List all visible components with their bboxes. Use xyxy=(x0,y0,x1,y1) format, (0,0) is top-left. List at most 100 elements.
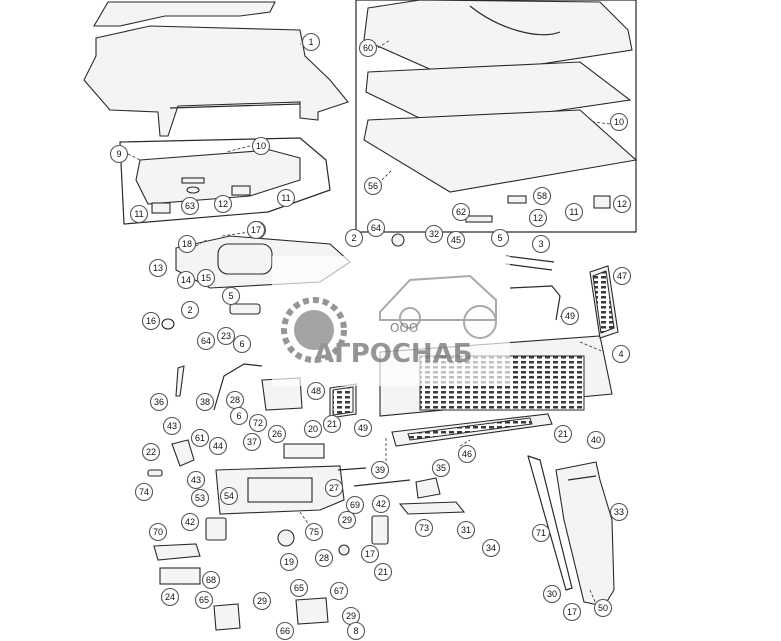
ring-19 xyxy=(277,529,295,547)
strip-36 xyxy=(175,365,185,397)
callout-6: 6 xyxy=(229,406,249,426)
callout-label: 10 xyxy=(256,141,266,151)
callout-label: 46 xyxy=(462,449,472,459)
callout-label: 23 xyxy=(221,331,231,341)
callout-21: 21 xyxy=(373,562,393,582)
callout-label: 33 xyxy=(614,507,624,517)
headliner-console-frame xyxy=(119,137,331,225)
callout-circle xyxy=(586,430,606,450)
console-grommet xyxy=(186,186,200,194)
callout-73: 73 xyxy=(414,518,434,538)
callout-circle xyxy=(177,234,197,254)
callout-49: 49 xyxy=(353,418,373,438)
callout-label: 10 xyxy=(614,117,624,127)
switch-plate-20 xyxy=(283,443,325,459)
grommet-32 xyxy=(391,233,405,247)
callout-label: 22 xyxy=(146,447,156,457)
callout-circle xyxy=(553,424,573,444)
callout-circle xyxy=(248,413,268,433)
callout-1: 1 xyxy=(301,32,321,52)
callout-label: 26 xyxy=(272,429,282,439)
callout-circle xyxy=(360,544,380,564)
callout-53: 53 xyxy=(190,488,210,508)
callout-circle xyxy=(528,208,548,228)
callout-69: 69 xyxy=(345,495,365,515)
console-lamp-11 xyxy=(151,202,171,214)
callout-26: 26 xyxy=(267,424,287,444)
callout-40: 40 xyxy=(586,430,606,450)
callout-label: 12 xyxy=(533,213,543,223)
callout-label: 12 xyxy=(218,199,228,209)
callout-circle xyxy=(208,436,228,456)
callout-label: 30 xyxy=(547,589,557,599)
callout-2: 2 xyxy=(180,300,200,320)
callout-50: 50 xyxy=(593,598,613,618)
handle-66 xyxy=(213,603,241,631)
callout-17: 17 xyxy=(246,220,266,240)
callout-58: 58 xyxy=(532,186,552,206)
cover-35 xyxy=(415,477,441,499)
callout-12: 12 xyxy=(213,194,233,214)
watermark-wheel-large-icon xyxy=(463,305,497,339)
callout-29: 29 xyxy=(252,591,272,611)
small-parts xyxy=(147,233,411,556)
callout-14: 14 xyxy=(176,270,196,290)
callout-circle xyxy=(190,428,210,448)
callout-circle xyxy=(609,502,629,522)
callout-18: 18 xyxy=(177,234,197,254)
callout-circle xyxy=(180,300,200,320)
callout-20: 20 xyxy=(303,419,323,439)
callout-48: 48 xyxy=(306,381,326,401)
watermark-combine-icon xyxy=(379,274,497,321)
ceiling-lamp-11 xyxy=(593,195,611,209)
callout-label: 45 xyxy=(451,235,461,245)
ceiling-lamp-58 xyxy=(507,195,527,204)
callout-circle xyxy=(303,419,323,439)
callout-circle xyxy=(358,38,378,58)
lower-vent-strip-46-mesh xyxy=(407,417,533,441)
callout-2: 2 xyxy=(344,228,364,248)
callout-label: 11 xyxy=(281,193,290,203)
callout-30: 30 xyxy=(542,584,562,604)
callout-label: 21 xyxy=(327,419,337,429)
callout-circle xyxy=(457,444,477,464)
callout-label: 73 xyxy=(419,523,429,533)
callout-36: 36 xyxy=(149,392,169,412)
callout-74: 74 xyxy=(134,482,154,502)
callout-22: 22 xyxy=(141,442,161,462)
handle-65 xyxy=(295,597,329,625)
callout-circle xyxy=(562,602,582,622)
callout-label: 17 xyxy=(567,607,577,617)
callout-10: 10 xyxy=(251,136,271,156)
callout-circle xyxy=(276,188,296,208)
callout-label: 16 xyxy=(146,316,156,326)
callout-label: 28 xyxy=(230,395,240,405)
callout-39: 39 xyxy=(370,460,390,480)
callout-circle xyxy=(242,432,262,452)
callout-68: 68 xyxy=(201,570,221,590)
callout-circle xyxy=(180,512,200,532)
callout-label: 70 xyxy=(153,527,163,537)
callout-circle xyxy=(609,112,629,132)
callout-label: 29 xyxy=(257,596,267,606)
callout-label: 24 xyxy=(165,592,175,602)
callout-label: 6 xyxy=(239,339,244,349)
instrument-window xyxy=(247,477,313,503)
callout-circle xyxy=(456,520,476,540)
callout-circle xyxy=(304,522,324,542)
callout-label: 9 xyxy=(116,149,121,159)
headliner-console xyxy=(135,149,301,205)
callout-42: 42 xyxy=(180,512,200,532)
callout-11: 11 xyxy=(129,204,149,224)
bar-27 xyxy=(353,479,411,487)
callout-circle xyxy=(129,204,149,224)
label-plate-68 xyxy=(159,567,201,585)
pillar-trim-group xyxy=(527,455,615,607)
callout-43: 43 xyxy=(162,416,182,436)
pillar-trim-50 xyxy=(555,461,615,607)
callout-circle xyxy=(219,486,239,506)
watermark-small-text: ООО xyxy=(390,321,418,335)
rod-38 xyxy=(213,363,263,411)
callout-circle xyxy=(232,334,252,354)
